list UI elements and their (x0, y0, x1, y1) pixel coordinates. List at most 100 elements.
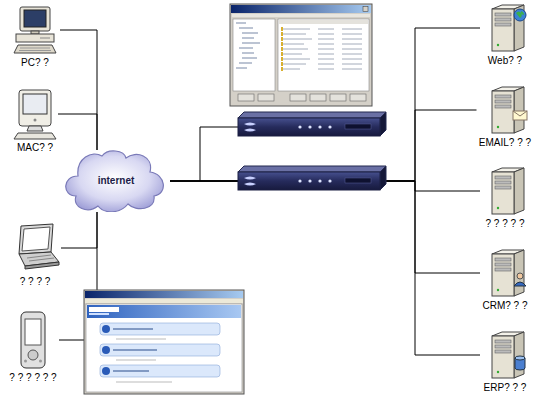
server-icon (513, 111, 527, 116)
console-screenshot (238, 94, 254, 101)
gateway-device (244, 123, 256, 132)
console-screenshot (278, 19, 369, 91)
network-link (58, 114, 97, 150)
network-link (170, 181, 480, 273)
console-screenshot (232, 14, 370, 17)
pda-icon (24, 360, 27, 363)
server-icon (495, 181, 511, 184)
device-label: EMAIL? ? ? (479, 137, 531, 149)
gateway-device (238, 166, 386, 172)
mac-icon (23, 94, 47, 114)
pda-icon (25, 319, 41, 345)
device-label: CRM? ? ? (482, 300, 527, 312)
server-icon (495, 268, 511, 271)
console-screenshot (233, 19, 275, 91)
console-screenshot (236, 23, 260, 68)
laptop-icon (27, 255, 54, 261)
client-node: MAC? ? (12, 88, 58, 154)
web-portal-screenshot (102, 346, 110, 354)
server-icon (516, 11, 524, 18)
server-node: ERP? ? ? (480, 330, 530, 394)
server-icon (480, 3, 530, 53)
web-portal-screenshot (100, 323, 220, 335)
gateway-device (238, 112, 386, 136)
server-icon (514, 9, 526, 21)
laptop-icon (9, 222, 61, 274)
device-label: Web? ? (488, 55, 522, 67)
server-icon (480, 330, 530, 380)
server-icon (495, 105, 511, 108)
console-screenshot (281, 27, 283, 71)
mac-icon (27, 126, 43, 131)
laptop-icon (19, 224, 53, 254)
web-portal-screenshot (102, 367, 110, 375)
server-icon (495, 258, 511, 261)
pc-icon (40, 38, 50, 39)
server-icon (492, 9, 514, 51)
mac-icon (12, 88, 58, 140)
server-icon (492, 336, 514, 378)
gateway-device (308, 125, 311, 128)
gateway-device (244, 177, 256, 186)
server-icon (497, 126, 499, 128)
web-portal-screenshot (87, 305, 241, 318)
pc-icon (14, 45, 56, 53)
server-icon (492, 172, 514, 214)
pda-icon (39, 360, 42, 363)
web-portal-screenshot (116, 360, 156, 361)
web-portal-screenshot (100, 365, 220, 377)
network-link (60, 30, 97, 150)
server-icon (515, 356, 525, 360)
web-portal-screenshot (84, 290, 244, 394)
server-icon (495, 186, 511, 189)
gateway-device (345, 124, 371, 129)
web-portal-screenshot (113, 349, 157, 350)
server-icon (480, 85, 530, 135)
web-portal-screenshot (89, 307, 119, 312)
console-screenshot (350, 94, 366, 101)
console-screenshot (279, 20, 368, 24)
uplink-wire (200, 127, 238, 181)
device-label: ? ? ? ? ? (486, 218, 525, 230)
web-portal-screenshot (84, 290, 244, 394)
pc-icon (16, 34, 54, 42)
web-portal-screenshot (113, 328, 153, 329)
console-screenshot (230, 4, 372, 106)
console-screenshot (258, 94, 274, 101)
server-icon (495, 95, 511, 98)
gateway-device (345, 178, 371, 183)
server-icon (514, 250, 524, 296)
console-screenshot (290, 94, 306, 101)
server-icon (495, 263, 511, 266)
gateway-device (380, 166, 386, 190)
console-screenshot (310, 94, 326, 101)
server-icon (514, 282, 526, 286)
server-icon (513, 111, 527, 120)
server-icon (497, 207, 499, 209)
server-icon (495, 23, 511, 26)
server-icon (497, 371, 499, 373)
server-node: Web? ? (480, 3, 530, 67)
console-screenshot (363, 7, 368, 12)
mac-icon (14, 133, 56, 139)
gateway-device (318, 179, 321, 182)
server-icon (495, 345, 511, 348)
web-portal-screenshot (116, 339, 166, 340)
network-link (170, 110, 477, 181)
web-portal-screenshot (85, 299, 243, 303)
web-portal-screenshot (86, 304, 242, 392)
server-icon (495, 176, 511, 179)
server-icon (480, 166, 530, 216)
server-icon (495, 13, 511, 16)
pda-icon (16, 310, 50, 370)
web-portal-screenshot (113, 370, 149, 371)
server-icon (497, 44, 499, 46)
device-label: ERP? ? ? (484, 382, 527, 394)
web-portal-screenshot (85, 291, 243, 298)
pda-icon (28, 350, 38, 360)
gateway-device (328, 125, 331, 128)
web-portal-screenshot (89, 313, 109, 315)
gateway-device (380, 112, 386, 136)
server-icon (517, 273, 523, 279)
mac-icon (19, 90, 51, 126)
